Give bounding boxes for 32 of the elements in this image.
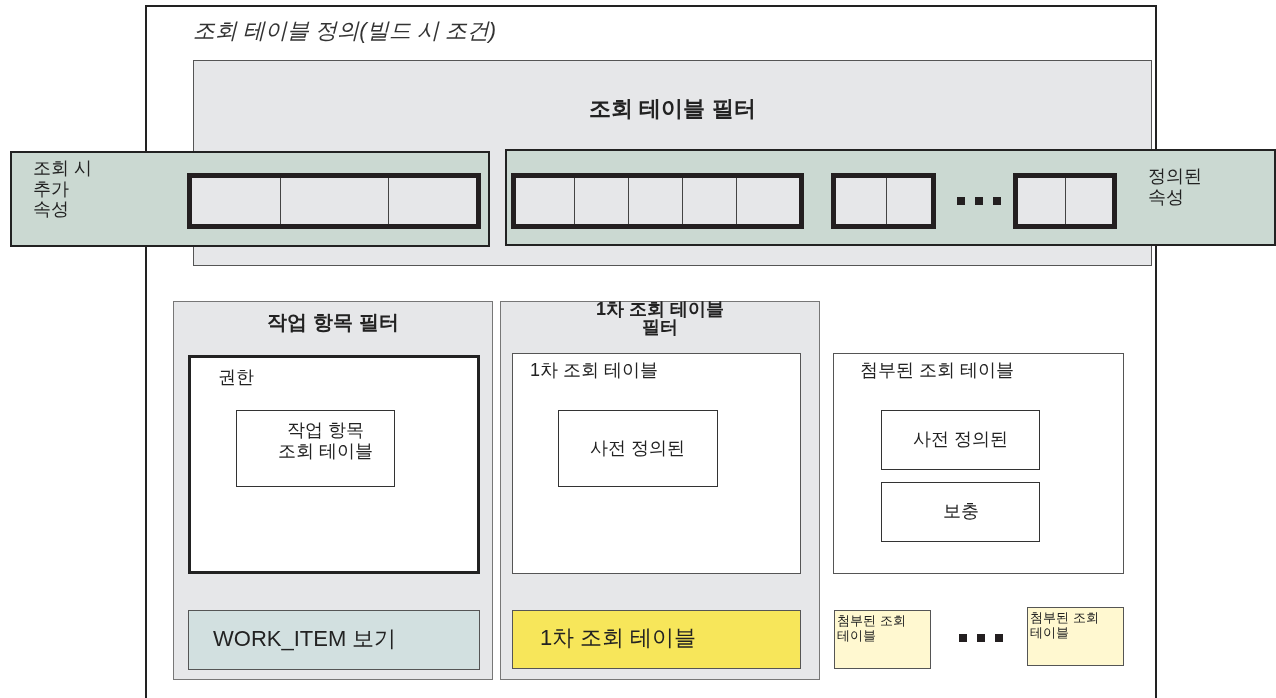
band-label: 조회 시 추가 속성 — [33, 158, 93, 221]
table-box — [881, 410, 1040, 470]
table-box — [834, 610, 931, 669]
frame-title: 조회 테이블 정의(빌드 시 조건) — [193, 18, 498, 44]
table-box — [558, 410, 718, 487]
box-label: 첨부된 조회 테이블 — [860, 360, 1015, 381]
box-label: 1차 조회 테이블 — [530, 360, 659, 381]
box-label: 첨부된 조회 테이블 — [1030, 611, 1100, 641]
table-box — [512, 353, 801, 574]
table-box — [512, 610, 801, 669]
band-label: 정의된 속성 — [1148, 166, 1203, 208]
filter-panel — [500, 301, 820, 680]
box-label: 권한 — [218, 367, 255, 388]
box-label: 사전 정의된 — [589, 438, 687, 459]
view-box — [188, 610, 480, 670]
panel-title: 1차 조회 테이블 필터 — [595, 300, 725, 336]
filter-panel — [173, 301, 493, 680]
table-box — [833, 353, 1124, 574]
table-box — [236, 410, 395, 487]
attribute-band — [505, 149, 1276, 246]
box-label: 작업 항목 조회 테이블 — [277, 420, 375, 462]
box-label: WORK_ITEM 보기 — [213, 626, 398, 652]
panel-title: 조회 테이블 필터 — [588, 96, 757, 122]
table-box — [881, 482, 1040, 542]
box-label: 사전 정의된 — [912, 429, 1009, 450]
attribute-band — [10, 151, 490, 247]
box-label: 첨부된 조회 테이블 — [837, 614, 907, 644]
box-label: 보충 — [941, 501, 980, 522]
panel-title: 작업 항목 필터 — [266, 311, 400, 334]
table-box — [188, 355, 480, 574]
table-box — [1027, 607, 1124, 666]
box-label: 1차 조회 테이블 — [540, 625, 698, 651]
